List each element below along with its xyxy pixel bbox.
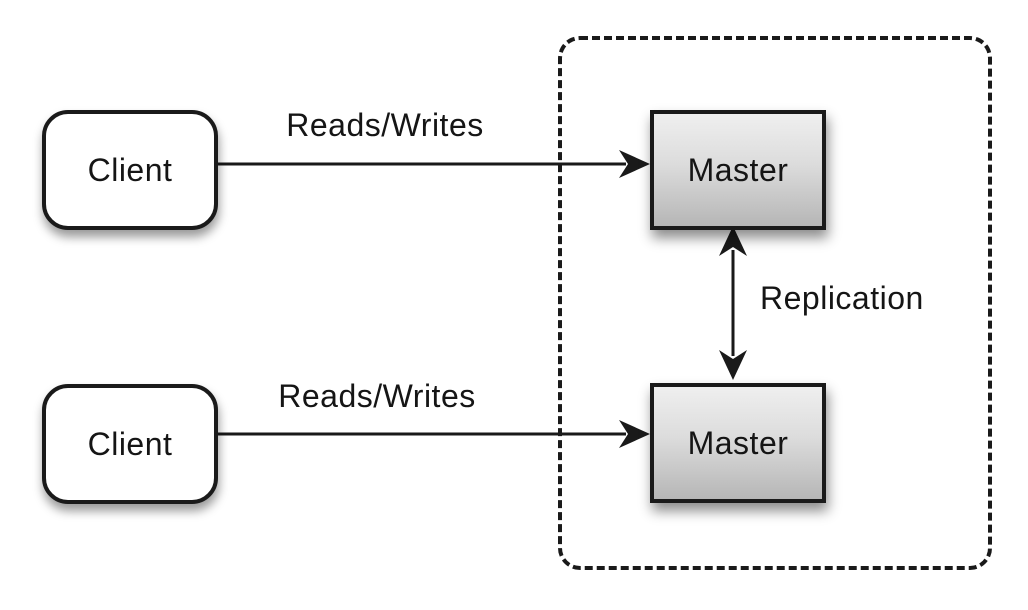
replication-zone-dashed-border xyxy=(558,36,992,570)
node-client-bottom: Client xyxy=(42,384,218,504)
edge-label-replication: Replication xyxy=(760,280,924,316)
edge-label-reads-writes-top: Reads/Writes xyxy=(286,107,484,143)
node-master-bottom: Master xyxy=(650,383,826,503)
node-master-top: Master xyxy=(650,110,826,230)
node-master-bottom-label: Master xyxy=(687,424,789,461)
node-client-bottom-label: Client xyxy=(87,425,173,462)
edge-label-reads-writes-bottom: Reads/Writes xyxy=(278,378,476,414)
node-client-top-label: Client xyxy=(87,151,173,188)
node-master-top-label: Master xyxy=(687,151,789,188)
node-client-top: Client xyxy=(42,110,218,230)
